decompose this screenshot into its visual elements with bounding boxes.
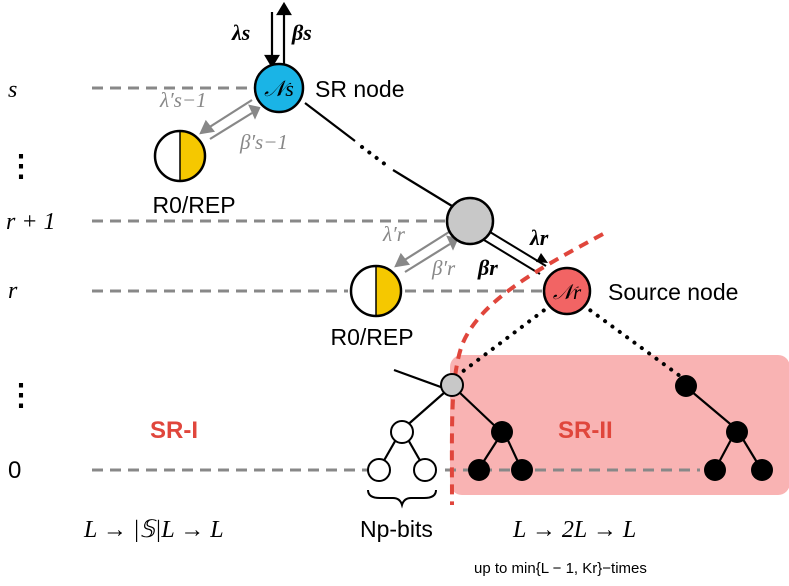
leaf-black-2 (511, 459, 533, 481)
source-node (542, 266, 592, 316)
subtree-white-node (390, 420, 414, 444)
sr2-region (450, 355, 789, 495)
upper-lambda-label: λ′s−1 (159, 88, 207, 112)
level-label-s: s (8, 77, 17, 103)
left-formula: L → |𝕊|L → L (83, 517, 224, 543)
gray-source-link (483, 231, 547, 275)
r0rep-lower-label: R0/REP (330, 324, 413, 350)
level-label-zero: 0 (8, 457, 21, 484)
lower-beta-label: β′r (431, 256, 456, 280)
leaf-black-1 (468, 459, 490, 481)
arrow-lower-beta (404, 243, 451, 273)
lambda-r-label: λr (529, 225, 549, 250)
upper-rep-arrows (199, 99, 261, 140)
dotted-edges (360, 145, 682, 378)
source-arrowhead (536, 253, 548, 263)
link-gray-source-a (489, 231, 547, 267)
edge-sr-to-dots (304, 102, 356, 142)
leaf-white-left (367, 458, 391, 482)
edge-gray-to-black (458, 391, 498, 429)
lower-rep-arrows (394, 231, 459, 273)
edge-left-to-gray (393, 368, 450, 392)
intermediate-node (445, 196, 495, 246)
subtree-gray-node (440, 373, 464, 397)
arrow-lower-lambda (402, 231, 450, 262)
dots-source-right (581, 303, 682, 378)
sr-node-label: SR node (315, 76, 405, 102)
right-formula: L → 2L → L (512, 517, 636, 543)
leaf-white-right (413, 458, 437, 482)
edge-dots-to-gray (392, 169, 453, 207)
lambda-s-label: λs (231, 20, 250, 45)
beta-s-label: βs (291, 20, 312, 45)
level-label-dots: ⋮ (6, 150, 36, 183)
right-chain-node (675, 375, 697, 397)
source-node-label: Source node (608, 279, 738, 305)
link-gray-source-b (483, 239, 541, 275)
upper-beta-label: β′s−1 (239, 130, 288, 154)
source-node-symbol: 𝒩r (553, 280, 582, 304)
beta-r-label: βr (477, 255, 498, 280)
level-label-r-plus-1: r + 1 (6, 209, 56, 235)
sr-node-symbol: 𝒩s (264, 76, 294, 101)
np-bits-label: Np-bits (360, 516, 433, 542)
np-bits-brace (367, 489, 437, 509)
arrow-upper-lambda (207, 99, 253, 129)
boundary-curve (449, 232, 604, 506)
arrow-upper-beta (209, 112, 253, 140)
arrow-beta-s-head (276, 1, 292, 16)
arrow-upper-lambda-head (199, 119, 216, 135)
level-label-dots-lower: ⋮ (6, 379, 36, 412)
arrow-lower-lambda-head (394, 252, 411, 268)
sr-node (253, 62, 305, 114)
sr1-label: SR-I (150, 417, 198, 444)
top-arrows (264, 1, 292, 69)
subtree-black-node (491, 421, 513, 443)
edge-right-black-right (740, 435, 759, 465)
lower-lambda-label: λ′r (382, 222, 406, 246)
repeat-note: up to min{L − 1, Kr}−times (474, 560, 647, 577)
edge-gray-to-white (403, 391, 446, 429)
right-black-node (726, 421, 748, 443)
leaf-black-4 (751, 459, 773, 481)
r0rep-lower-node (349, 264, 403, 318)
r0rep-upper-label: R0/REP (152, 192, 235, 218)
dots-upper (360, 145, 392, 170)
leaf-black-3 (704, 459, 726, 481)
edge-right-chain (690, 390, 736, 429)
arrow-upper-beta-head (248, 104, 261, 120)
sr2-label: SR-II (558, 417, 613, 444)
level-label-r: r (8, 278, 18, 304)
arrow-lambda-s-head (264, 54, 280, 69)
dots-source-left (460, 303, 553, 374)
r0rep-upper-node (153, 129, 207, 183)
